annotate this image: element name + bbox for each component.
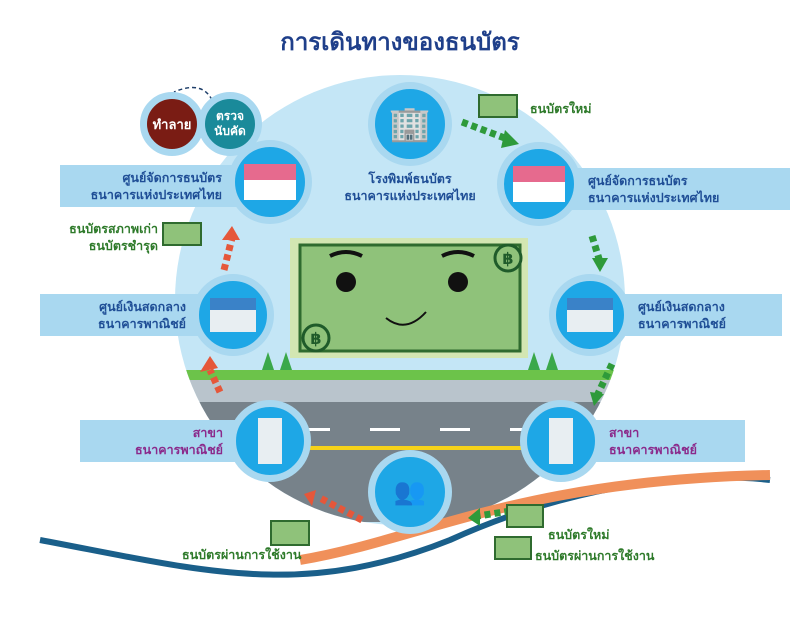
node-branch-right [520, 400, 602, 482]
label-line: โรงพิมพ์ธนบัตร [368, 171, 452, 186]
node-branch-left [229, 400, 311, 482]
people-icon: 👥 [393, 477, 427, 507]
node-center-right [497, 142, 581, 226]
note-worn: ธนบัตรสภาพเก่าธนบัตรชำรุด [48, 220, 158, 254]
label-line: ศูนย์เงินสดกลาง [638, 299, 725, 314]
pink-roof-building-icon [244, 164, 296, 200]
red-arrows [206, 237, 364, 524]
check-label: นับคัด [214, 124, 246, 138]
tower-icon [258, 418, 282, 464]
label-line: ธนาคารแห่งประเทศไทย [344, 188, 476, 203]
node-destroy: ทำลาย [140, 92, 204, 156]
node-center-left [228, 140, 312, 224]
banknote-character-icon [162, 222, 202, 246]
label-line: ธนาคารแห่งประเทศไทย [588, 190, 720, 205]
node-printing-house: 🏢 [368, 82, 452, 166]
destroy-label: ทำลาย [152, 117, 192, 133]
label-line: ธนาคารพาณิชย์ [638, 316, 726, 331]
label-center-right: ศูนย์จัดการธนบัตรธนาคารแห่งประเทศไทย [560, 168, 790, 210]
label-line: ศูนย์เงินสดกลาง [99, 299, 186, 314]
node-cash-right [549, 274, 631, 356]
note-line: ธนบัตรสภาพเก่า [69, 221, 158, 236]
note-line: ธนบัตรชำรุด [88, 238, 158, 253]
label-line: ธนาคารพาณิชย์ [609, 442, 697, 457]
banknote-character-icon [506, 504, 544, 528]
note-new-bottom: ธนบัตรใหม่ [548, 527, 610, 542]
check-label: ตรวจ [215, 109, 244, 123]
bank-icon [210, 298, 256, 332]
label-line: ศูนย์จัดการธนบัตร [588, 173, 688, 188]
label-line: ศูนย์จัดการธนบัตร [122, 170, 223, 185]
label-cash-right: ศูนย์เงินสดกลางธนาคารพาณิชย์ [612, 294, 782, 336]
banknote-character-icon [270, 520, 310, 546]
label-branch-right: สาขาธนาคารพาณิชย์ [585, 420, 745, 462]
node-check: ตรวจนับคัด [198, 92, 262, 156]
svg-text:฿: ฿ [310, 329, 321, 348]
label-line: สาขา [609, 425, 640, 440]
banknote-character-icon [494, 536, 532, 560]
banknote-character-icon [478, 94, 518, 118]
green-arrows [460, 118, 616, 520]
banknote-character: ฿ ฿ [290, 238, 528, 358]
label-line: สาขา [192, 425, 223, 440]
label-line: ธนาคารพาณิชย์ [98, 316, 186, 331]
label-line: ธนาคารแห่งประเทศไทย [90, 187, 222, 202]
note-new-top: ธนบัตรใหม่ [530, 101, 592, 116]
tower-icon [549, 418, 573, 464]
pink-roof-building-icon [513, 166, 565, 202]
label-printing: โรงพิมพ์ธนบัตรธนาคารแห่งประเทศไทย [330, 170, 490, 204]
node-cash-left [192, 274, 274, 356]
page-title: การเดินทางของธนบัตร [280, 28, 520, 56]
bank-icon [567, 298, 613, 332]
label-line: ธนาคารพาณิชย์ [135, 442, 223, 457]
building-icon: 🏢 [388, 104, 432, 144]
svg-text:฿: ฿ [502, 249, 513, 268]
note-used-left: ธนบัตรผ่านการใช้งาน [182, 547, 302, 562]
node-public: 👥 [368, 450, 452, 534]
note-used-right: ธนบัตรผ่านการใช้งาน [535, 548, 655, 563]
